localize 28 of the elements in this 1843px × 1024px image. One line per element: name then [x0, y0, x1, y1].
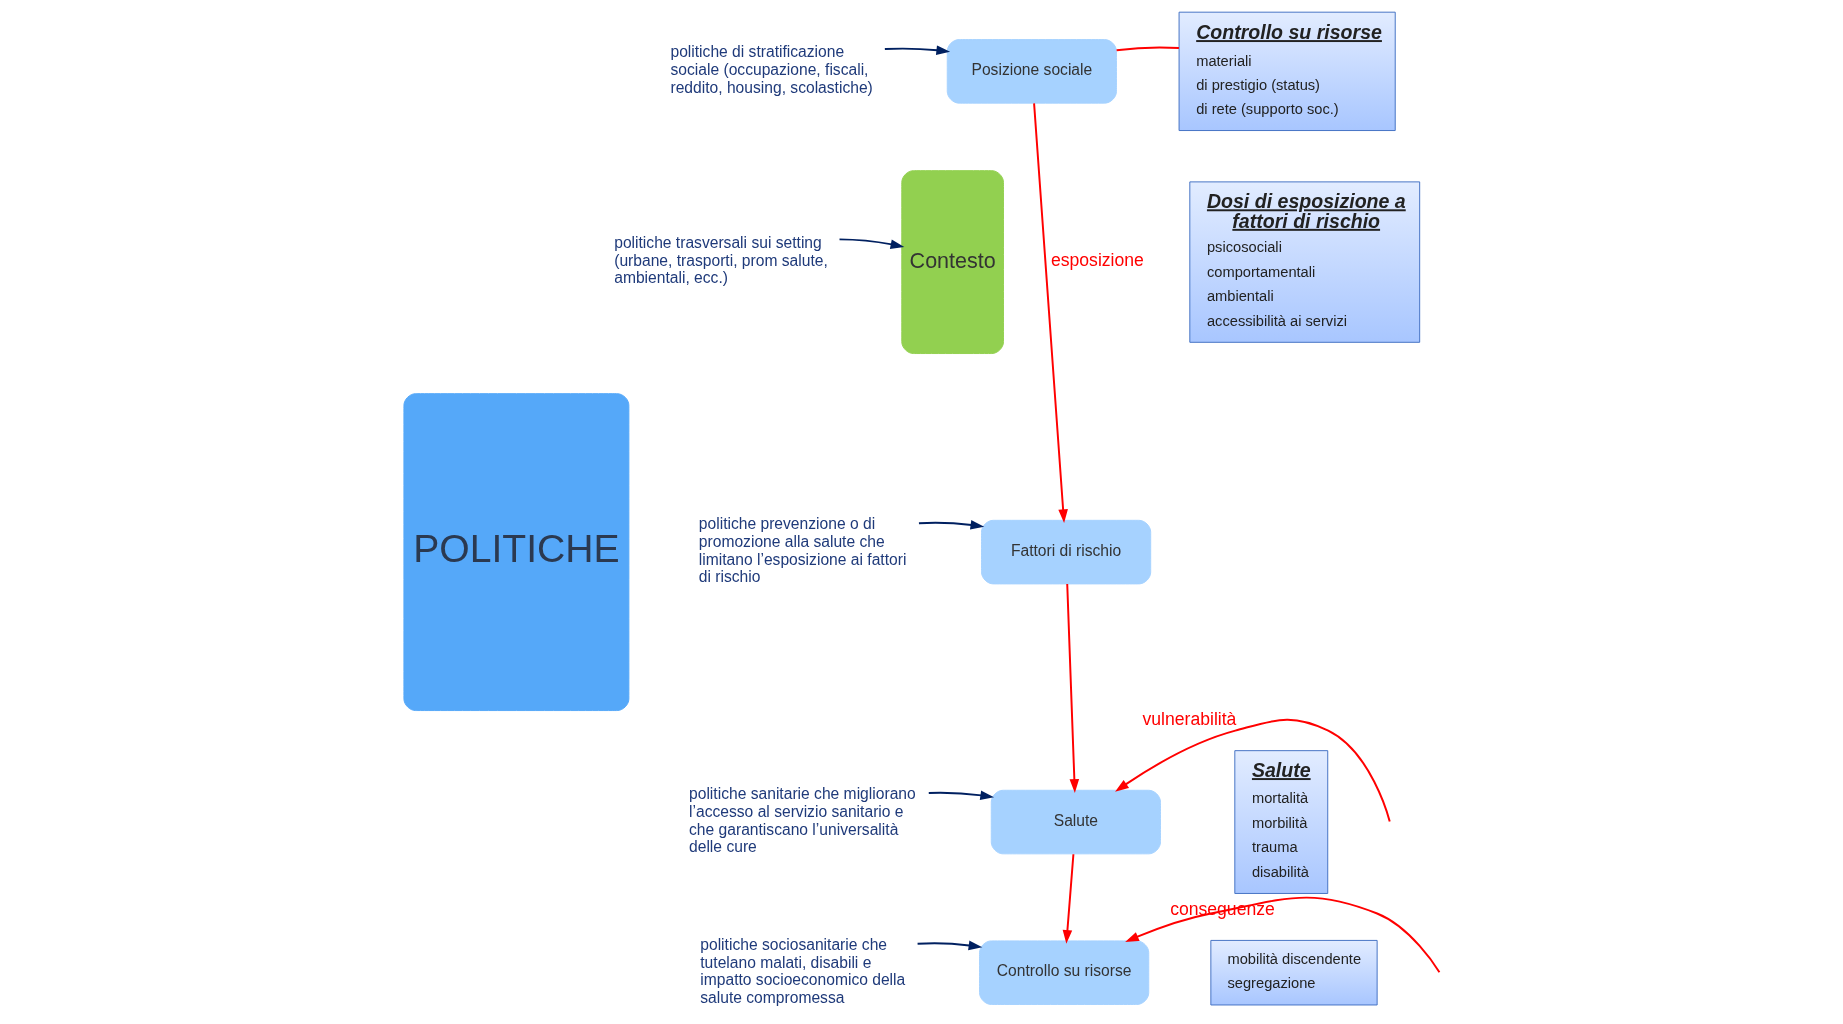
node-text: politiche di stratificazione sociale (occupazione, fiscali, reddito, housing, scolastiche) [669, 43, 873, 96]
arrow [1065, 583, 1079, 793]
node-text: politiche prevenzione o di promozione alla salute che limitano l’esposizione ai fattori di rischio [698, 515, 906, 586]
node-box: Controllo su risorse [978, 940, 1149, 1005]
arrow [883, 45, 950, 55]
node-box: Contesto [900, 170, 1004, 355]
node-box: POLITICHE [402, 393, 629, 712]
arrow [838, 238, 904, 249]
arrow [927, 790, 994, 801]
arrow [917, 520, 984, 530]
arrow [1114, 718, 1391, 823]
arrow [1062, 853, 1074, 944]
node-box: Posizione sociale [946, 39, 1117, 104]
arrow [1032, 102, 1068, 524]
node-box: Controllo su risorse materiali di prestigio (status) di rete (supporto soc.) [1178, 11, 1396, 132]
arrow [1124, 896, 1440, 974]
node-box: mobilità discendente segregazione [1209, 939, 1378, 1006]
edge-label: vulnerabilità [1142, 709, 1236, 730]
node-box: Salute mortalità morbilità trauma disabilità [1233, 750, 1328, 894]
node-box: Dosi di esposizione a fattori di rischio psicosociali comportamentali ambientali accessibilità ai servizi [1188, 181, 1420, 343]
connector [1115, 46, 1180, 52]
arrow [916, 940, 982, 951]
node-box: Fattori di rischio [980, 519, 1151, 585]
edge-label: esposizione [1050, 250, 1144, 271]
node-text: politiche sanitarie che migliorano l’accesso al servizio sanitario e che garantiscano l’universalità delle cure [688, 785, 916, 856]
node-text: politiche trasversali sui setting (urbane, trasporti, prom salute, ambientali, ecc.) [613, 234, 828, 287]
node-text: politiche sociosanitarie che tutelano malati, disabili e impatto socioeconomico della salute compromessa [699, 936, 905, 1006]
node-box: Salute [990, 789, 1161, 855]
